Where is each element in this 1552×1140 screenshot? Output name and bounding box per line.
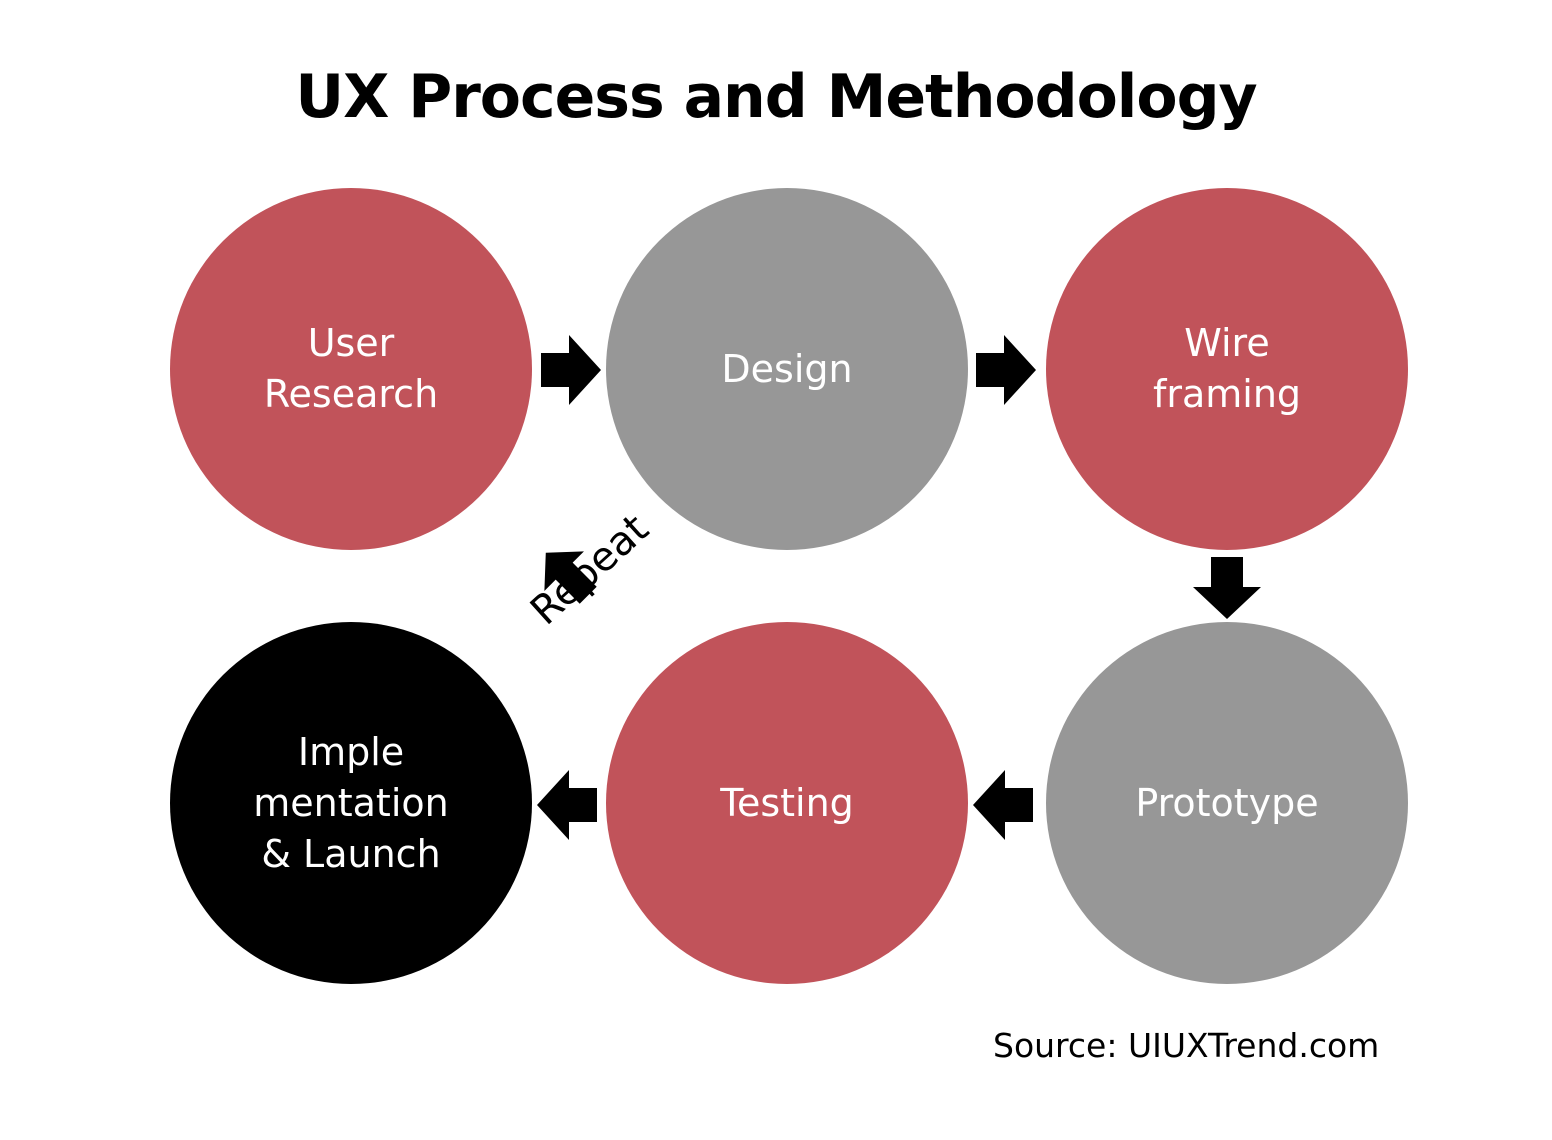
source-credit: Source: UIUXTrend.com [993, 1026, 1380, 1065]
right-arrow-icon [976, 335, 1036, 405]
node-label-line: mentation [253, 780, 449, 825]
node-label-line: & Launch [261, 831, 441, 876]
down-arrow-icon [1193, 557, 1261, 619]
diagram-title: UX Process and Methodology [295, 62, 1257, 132]
node-label-line: Wire [1184, 321, 1270, 365]
node-label-line: User [307, 321, 395, 365]
node-label-line: Research [263, 372, 439, 416]
node-testing: Testing [606, 622, 968, 984]
node-wire-framing: Wire framing [1046, 188, 1408, 550]
left-arrow-icon [973, 770, 1033, 840]
node-prototype: Prototype [1046, 622, 1408, 984]
node-label-line: framing [1152, 372, 1302, 416]
node-label-line: Design [721, 346, 853, 391]
node-design: Design [606, 188, 968, 550]
node-user-research: User Research [170, 188, 532, 550]
up-left-arrow-icon [533, 540, 601, 608]
node-implementation-launch: Imple mentation & Launch [170, 622, 532, 984]
node-label-line: Imple [297, 729, 405, 774]
left-arrow-icon [537, 770, 597, 840]
node-label-line: Prototype [1135, 780, 1319, 825]
node-label-line: Testing [720, 780, 854, 825]
right-arrow-icon [541, 335, 601, 405]
